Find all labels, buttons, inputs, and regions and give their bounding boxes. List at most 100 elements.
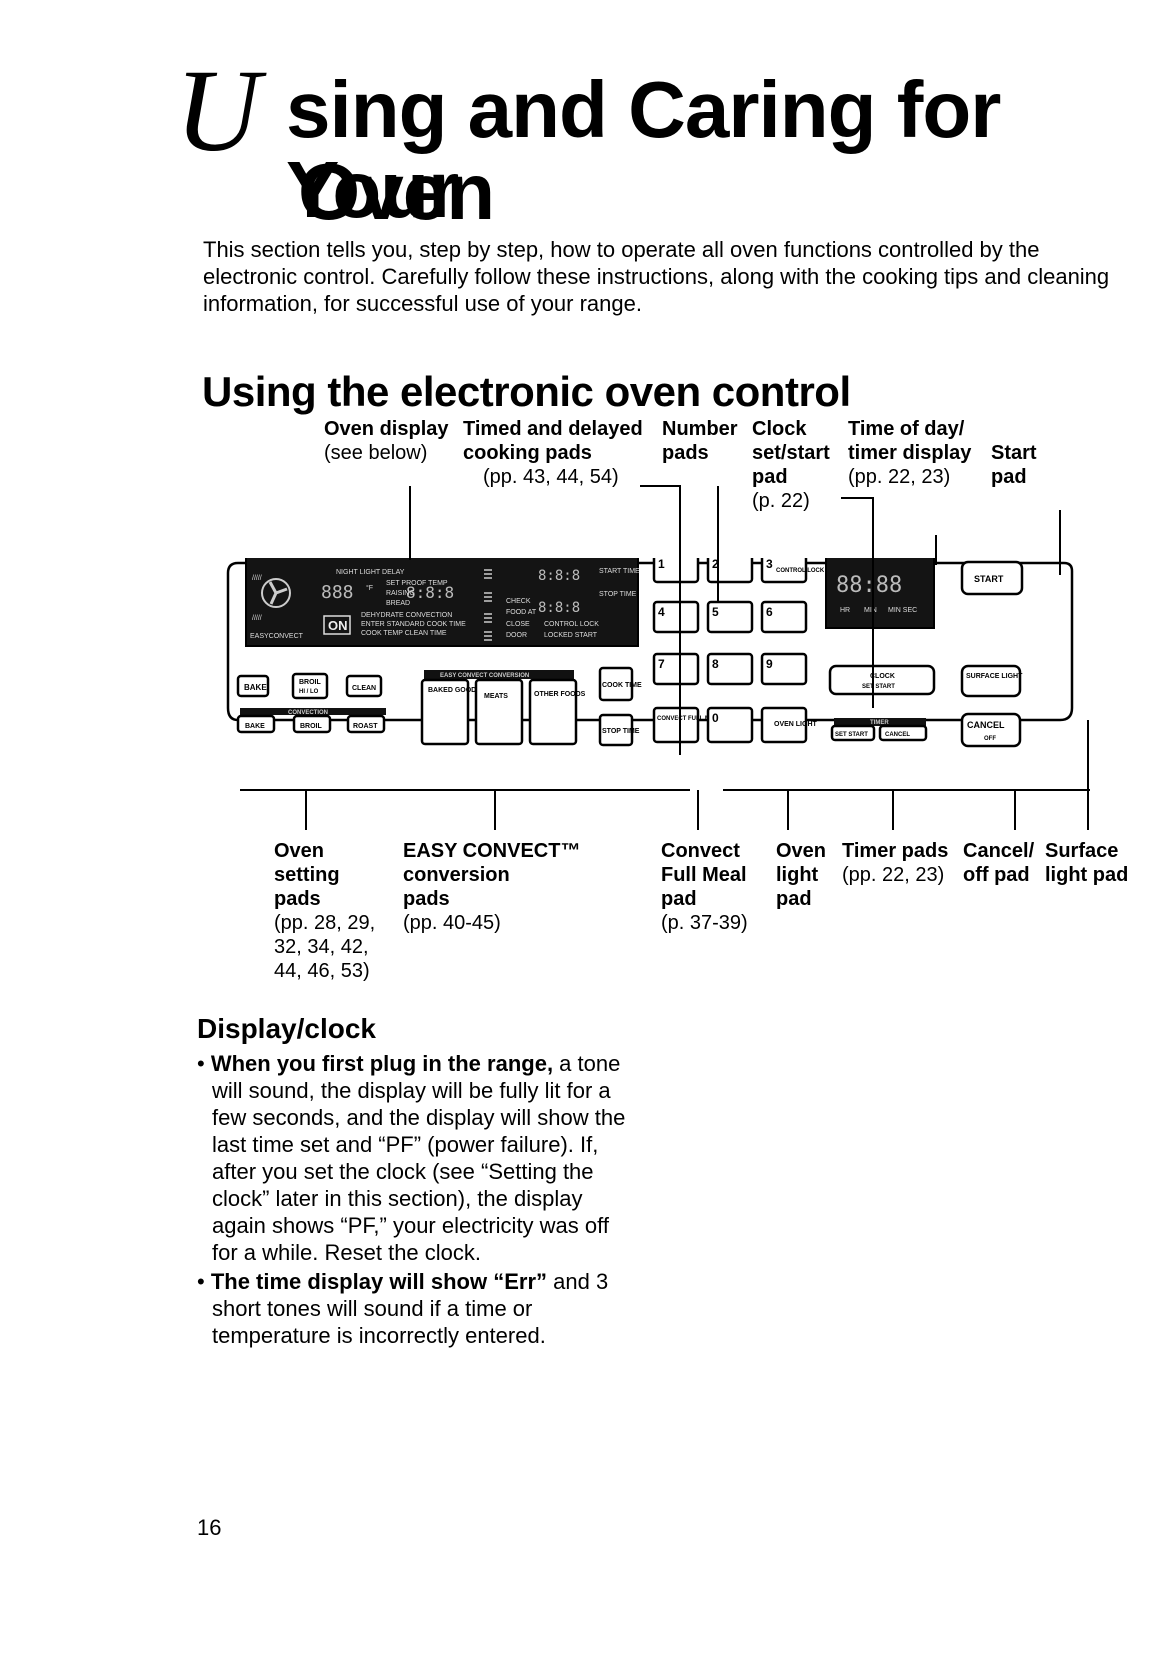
- display-locked-start: LOCKED START: [544, 632, 598, 639]
- display-easyconvect: EASYCONVECT: [250, 633, 304, 640]
- timer-cancel-button[interactable]: CANCEL: [878, 724, 928, 742]
- callout-label: off pad: [963, 864, 1030, 886]
- callout-label: Convect: [661, 840, 740, 862]
- callout-leader-lines: [240, 485, 1090, 830]
- callout-ref: (pp. 43, 44, 54): [483, 466, 619, 488]
- bullet-text: a tone will sound, the display will be f…: [212, 1051, 626, 1265]
- callout-label: Oven: [274, 840, 325, 862]
- broil-button[interactable]: BROIL HI / LO: [291, 672, 329, 700]
- timer-min: MIN: [864, 607, 877, 614]
- timer-hr: HR: [840, 607, 850, 614]
- easy-convect-strip: [424, 670, 574, 679]
- convection-strip-label: CONVECTION: [288, 710, 328, 716]
- callout-ref: (pp. 22, 23): [842, 864, 945, 886]
- timer-cancel-label: CANCEL: [885, 732, 910, 738]
- surface-light-button[interactable]: SURFACE LIGHT: [960, 664, 1023, 698]
- timer-set-start-button[interactable]: SET START: [830, 724, 876, 742]
- number-label: 4: [658, 605, 665, 619]
- convect-full-meal-button[interactable]: CONVECT FULL MEAL: [652, 706, 722, 744]
- timer-min-sec: MIN SEC: [888, 607, 917, 614]
- number-pad-0[interactable]: 0: [706, 706, 754, 744]
- callout-label: set/start: [752, 442, 830, 464]
- callout-label: timer display: [848, 442, 972, 464]
- number-label: 0: [712, 711, 719, 725]
- other-foods-button[interactable]: OTHER FOODS: [528, 678, 586, 746]
- timer-strip-label: TIMER: [870, 720, 889, 726]
- cook-time-button[interactable]: COOK TIME: [598, 666, 642, 702]
- list-item: • The time display will show “Err” and 3…: [197, 1269, 609, 1348]
- number-pad-2[interactable]: 2: [706, 558, 754, 584]
- display-start-time: START TIME: [599, 568, 640, 575]
- start-button[interactable]: START: [960, 560, 1024, 596]
- display-text-row6: ENTER STANDARD COOK TIME: [361, 621, 466, 628]
- clock-set-start-button[interactable]: CLOCK SET START: [828, 664, 936, 696]
- callout-label: Number: [662, 418, 738, 440]
- bake-button[interactable]: BAKE: [236, 674, 270, 698]
- number-pad-9[interactable]: 9: [760, 652, 808, 686]
- number-pad-8[interactable]: 8: [706, 652, 754, 686]
- number-label: 2: [712, 558, 719, 571]
- number-label: 8: [712, 657, 719, 671]
- display-wave-marks: /////: [252, 615, 262, 622]
- number-label: 9: [766, 657, 773, 671]
- cancel-off-label: OFF: [984, 736, 996, 742]
- baked-goods-button[interactable]: BAKED GOODS: [420, 678, 481, 746]
- timer-strip: [834, 718, 926, 726]
- callout-label: pad: [752, 466, 788, 488]
- display-clock-bullets: • When you first plug in the range, a to…: [197, 1050, 637, 1351]
- display-control-lock: CONTROL LOCK: [544, 621, 599, 628]
- number-pad-7[interactable]: 7: [652, 652, 700, 686]
- control-lock-label: CONTROL LOCK: [776, 568, 825, 574]
- callout-label: Start: [991, 442, 1037, 464]
- display-temp-digits: 888: [321, 582, 354, 603]
- clean-button[interactable]: CLEAN: [345, 674, 383, 698]
- convection-strip: [240, 708, 386, 715]
- other-foods-label: OTHER FOODS: [534, 691, 586, 698]
- callout-timer-pads: Timer pads (pp. 22, 23): [842, 839, 948, 887]
- display-stop-digits: 8:8:8: [538, 600, 580, 616]
- number-label: 6: [766, 605, 773, 619]
- number-pad-3-control-lock[interactable]: 3 CONTROL LOCK: [760, 558, 825, 584]
- number-pad-1[interactable]: 1: [652, 558, 700, 584]
- number-pad-5[interactable]: 5: [706, 600, 754, 634]
- baked-goods-label: BAKED GOODS: [428, 687, 481, 694]
- callout-label: light: [776, 864, 819, 886]
- callout-ref: (pp. 28, 29,: [274, 912, 376, 934]
- callout-time-of-day: Time of day/ timer display (pp. 22, 23): [848, 417, 971, 489]
- broil-label: BROIL: [299, 679, 322, 686]
- cancel-off-button[interactable]: CANCEL OFF: [960, 712, 1022, 748]
- number-label: 5: [712, 605, 719, 619]
- convection-broil-button[interactable]: BROIL: [292, 714, 332, 734]
- meats-button[interactable]: MEATS: [474, 678, 524, 746]
- callout-oven-setting: Oven setting pads (pp. 28, 29, 32, 34, 4…: [274, 839, 375, 983]
- callout-label: Time of day/: [848, 418, 965, 440]
- start-label: START: [974, 574, 1004, 584]
- oven-light-button[interactable]: OVEN LIGHT: [760, 706, 818, 744]
- timer-display: [825, 558, 935, 629]
- display-close: CLOSE: [506, 621, 530, 628]
- callout-label: EASY CONVECT™: [403, 840, 581, 862]
- callout-label: Oven: [776, 840, 827, 862]
- oven-display: [245, 558, 639, 647]
- callout-label: Timed and delayed: [463, 418, 643, 440]
- callout-label: pads: [662, 442, 709, 464]
- easy-convect-strip-label: EASY CONVECT CONVERSION: [440, 673, 529, 679]
- number-pad-6[interactable]: 6: [760, 600, 808, 634]
- convect-full-meal-label: CONVECT FULL MEAL: [657, 716, 722, 722]
- number-label: 1: [658, 558, 665, 571]
- callout-label: Oven display: [324, 418, 449, 440]
- timer-digits: 88:88: [836, 573, 902, 598]
- display-start-digits: 8:8:8: [538, 568, 580, 584]
- callout-label: pads: [274, 888, 321, 910]
- callout-ref: (pp. 40-45): [403, 912, 501, 934]
- convection-roast-button[interactable]: ROAST: [346, 714, 386, 734]
- callout-ref: 44, 46, 53): [274, 960, 370, 982]
- display-stop-time: STOP TIME: [599, 591, 637, 598]
- clock-sub-label: SET START: [862, 684, 895, 690]
- number-pad-4[interactable]: 4: [652, 600, 700, 634]
- convection-fan-icon: [261, 578, 291, 608]
- display-wave-marks: /////: [252, 575, 262, 582]
- convection-bake-button[interactable]: BAKE: [236, 714, 276, 734]
- callout-label: pad: [776, 888, 812, 910]
- stop-time-button[interactable]: STOP TIME: [598, 713, 640, 747]
